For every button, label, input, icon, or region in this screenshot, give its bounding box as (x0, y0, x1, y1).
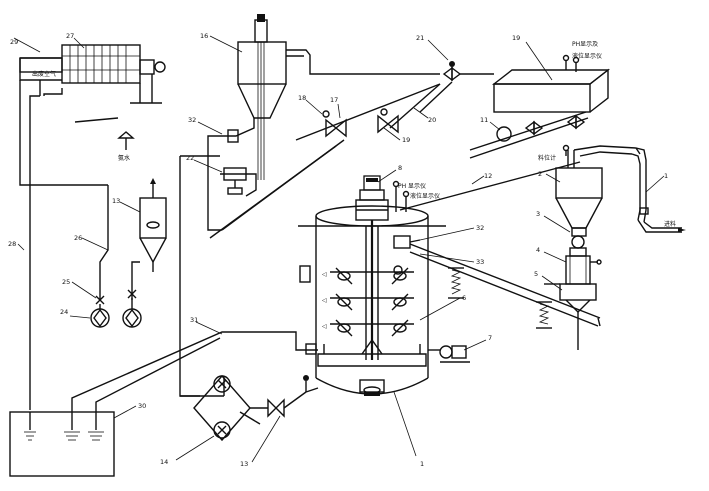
valve-21 (442, 61, 462, 82)
pump-24 (90, 298, 142, 328)
tank-13 (139, 178, 167, 264)
level-meter-text: 料位计 (538, 154, 556, 162)
label-16: 16 (200, 32, 208, 40)
unit-4 (565, 255, 602, 285)
level-display-mid: 液位显示仪 (410, 192, 440, 200)
ph-display-top-line2: 液位显示仪 (572, 52, 602, 60)
ph-display-top-line1: PH显示及 (572, 41, 598, 48)
label-13: 13 (112, 197, 120, 205)
filter-unit-27 (61, 44, 166, 104)
exchanger-22 (220, 167, 257, 195)
label-26: 26 (74, 234, 82, 242)
valve-13 (267, 375, 319, 418)
label-5: 5 (534, 270, 538, 278)
label-19b: 19 (402, 136, 410, 144)
label-31: 31 (190, 316, 198, 324)
svg-text:◁: ◁ (322, 271, 327, 278)
label-14: 14 (160, 458, 168, 466)
tank-19 (491, 54, 611, 113)
label-2: 2 (538, 170, 542, 178)
label-6: 6 (462, 294, 466, 302)
label-28: 28 (8, 240, 16, 248)
label-20: 20 (428, 116, 436, 124)
label-24: 24 (60, 308, 68, 316)
label-32b: 32 (476, 224, 484, 232)
label-27: 27 (66, 32, 74, 40)
hopper-2 (555, 145, 641, 229)
svg-text:◁: ◁ (322, 323, 327, 330)
label-33: 33 (476, 258, 484, 266)
svg-text:◁: ◁ (322, 297, 327, 304)
tank-30 (9, 411, 115, 477)
feed-text: 进料 (664, 220, 676, 228)
label-18: 18 (298, 94, 306, 102)
label-13-bottom: 13 (240, 460, 248, 468)
label-32: 32 (188, 116, 196, 124)
label-21: 21 (416, 34, 424, 42)
label-11: 11 (480, 116, 488, 124)
reactor-6: ◁ ◁ ◁ (298, 175, 446, 396)
label-1-bottom: 1 (420, 460, 424, 468)
label-1: 1 (664, 172, 668, 180)
cyclone-16 (237, 14, 440, 180)
valves-17-18 (322, 108, 399, 138)
conveyor-1 (631, 147, 682, 233)
label-19: 19 (512, 34, 520, 42)
label-30: 30 (138, 402, 146, 410)
label-12: 12 (484, 172, 492, 180)
label-29: 29 (10, 38, 18, 46)
unit-5 (536, 283, 597, 350)
label-8: 8 (398, 164, 402, 172)
label-4: 4 (536, 246, 540, 254)
valve-25 (95, 289, 137, 305)
filter-14 (193, 374, 268, 442)
air-out-text: 出废空气 (32, 70, 56, 78)
pump-7 (428, 345, 470, 363)
label-25: 25 (62, 278, 70, 286)
ammonia-text: 氨水 (118, 154, 130, 162)
label-7: 7 (488, 334, 492, 342)
ph-display-mid: PH 显示仪 (398, 183, 426, 190)
label-17: 17 (330, 96, 338, 104)
label-3: 3 (536, 210, 540, 218)
valve-3 (569, 227, 587, 257)
label-22: 22 (186, 154, 194, 162)
